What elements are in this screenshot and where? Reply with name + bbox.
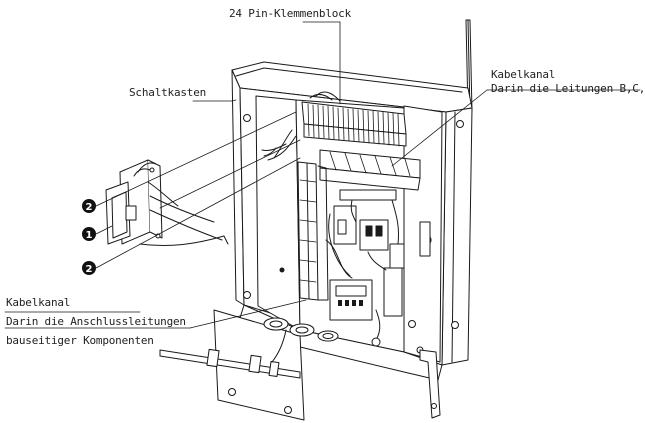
cable-duct-left xyxy=(297,161,329,301)
lower-cable xyxy=(159,329,301,379)
label-cable-duct-left-detail-2: bauseitiger Komponenten xyxy=(6,334,154,347)
marker-1-circle xyxy=(82,227,96,241)
label-switch-box: Schaltkasten xyxy=(129,86,207,99)
label-terminal-block: 24 Pin-Klemmenblock xyxy=(229,7,352,20)
marker-2-bottom-circle xyxy=(82,261,96,275)
external-junction-box xyxy=(105,159,229,247)
internal-components xyxy=(261,129,405,347)
marker-1: 1 xyxy=(86,230,93,241)
label-cable-duct-left-detail-1: Darin die Anschlussleitungen xyxy=(6,315,186,328)
leader-lines xyxy=(4,21,641,329)
terminal-block xyxy=(301,91,407,147)
label-cable-duct-right-detail: Darin die Leitungen B,C,D,E xyxy=(491,82,645,95)
cable-duct-right xyxy=(319,149,421,191)
label-cable-duct-left-title: Kabelkanal xyxy=(6,296,71,309)
marker-2-top: 2 xyxy=(86,202,93,213)
marker-2-bottom: 2 xyxy=(86,264,93,275)
callout-markers: 2 1 2 xyxy=(82,199,96,275)
marker-2-top-circle xyxy=(82,199,96,213)
label-cable-duct-right-title: Kabelkanal xyxy=(491,68,556,81)
